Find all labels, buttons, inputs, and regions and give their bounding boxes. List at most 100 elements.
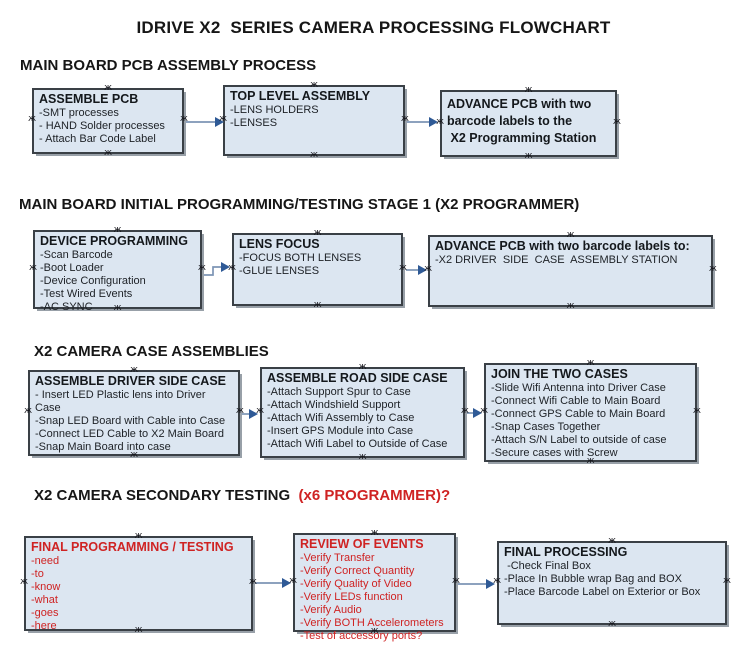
connector-anchor-icon: ж	[28, 114, 37, 124]
connector-anchor-icon: ж	[524, 85, 533, 95]
connector-anchor-icon: ж	[289, 575, 298, 586]
section-heading-initial-programming: MAIN BOARD INITIAL PROGRAMMING/TESTING S…	[19, 196, 580, 213]
box-item: - Insert LED Plastic lens into Driver Ca…	[35, 389, 209, 414]
box-item: -LENS HOLDERS	[230, 104, 319, 116]
section-heading-case-assemblies: X2 CAMERA CASE ASSEMBLIES	[34, 343, 269, 360]
connector-anchor-icon: ж	[113, 303, 122, 313]
connector-anchor-icon: ж	[692, 405, 701, 416]
connector-anchor-icon: ж	[460, 405, 469, 416]
box-item: -Check Final Box	[504, 560, 591, 572]
connector-anchor-icon: ж	[608, 619, 617, 629]
box-title: TOP LEVEL ASSEMBLY	[230, 89, 371, 103]
flow-box-device-programming: ж ж ж ж DEVICE PROGRAMMING -Scan Barcode…	[29, 226, 206, 314]
box-item: -Snap LED Board with Cable into Case	[35, 415, 226, 427]
connector-anchor-icon: ж	[608, 536, 617, 546]
connector-anchor-icon: ж	[235, 406, 244, 416]
box-item: -Place In Bubble wrap Bag and BOX	[504, 573, 682, 585]
box-item: -SMT processes	[39, 107, 119, 119]
connector-anchor-icon: ж	[722, 576, 731, 586]
flow-box-top-level-assembly: ж ж ж ж TOP LEVEL ASSEMBLY -LENS HOLDERS…	[219, 81, 409, 160]
box-item: -Attach Wifi Label to Outside of Case	[267, 438, 448, 450]
box-item: -Connect Wifi Cable to Main Board	[491, 395, 661, 407]
connector-anchor-icon: ж	[370, 528, 379, 538]
flow-box-join-the-two-cases: ж ж ж ж JOIN THE TWO CASES -Slide Wifi A…	[480, 359, 701, 466]
connector-anchor-icon: ж	[566, 230, 575, 240]
connector-anchor-icon: ж	[310, 150, 319, 160]
box-item: -Insert GPS Module into Case	[267, 425, 414, 437]
box-title: FINAL PROGRAMMING / TESTING	[31, 540, 234, 554]
connector-anchor-icon: ж	[370, 626, 379, 636]
box-item: -AC SYNC	[40, 301, 93, 313]
connector-anchor-icon: ж	[104, 83, 113, 93]
flow-box-final-processing: ж ж ж ж FINAL PROCESSING -Check Final Bo…	[493, 537, 731, 629]
box-item: -Boot Loader	[40, 262, 104, 274]
box-item: -Attach Windshield Support	[267, 399, 401, 411]
flow-box-review-of-events: ж ж ж ж REVIEW OF EVENTS -Verify Transfe…	[289, 529, 460, 643]
flow-box-assemble-driver-side-case: ж ж ж ж ASSEMBLE DRIVER SIDE CASE - Inse…	[24, 366, 244, 460]
connector-anchor-icon: ж	[358, 362, 367, 372]
box-item: -Connect LED Cable to X2 Main Board	[35, 428, 224, 440]
box-item: -Scan Barcode	[40, 249, 113, 261]
box-item: -Verify BOTH Accelerometers	[300, 617, 444, 629]
box-item: -Test Wired Events	[40, 288, 133, 300]
section-heading-black-part: X2 CAMERA SECONDARY TESTING	[34, 487, 295, 504]
box-item: -to	[31, 568, 44, 580]
flow-box-advance-pcb-driver-side: ж ж ж ж ADVANCE PCB with two barcode lab…	[424, 231, 717, 311]
connector-anchor-icon: ж	[612, 116, 621, 127]
box-item: -FOCUS BOTH LENSES	[239, 252, 362, 264]
box-title: LENS FOCUS	[239, 237, 320, 251]
box-item: -Verify LEDs function	[300, 591, 403, 603]
connector-anchor-icon: ж	[586, 456, 595, 466]
box-item: -Place Barcode Label on Exterior or Box	[504, 586, 701, 598]
connector-anchor-icon: ж	[130, 365, 139, 375]
flow-box-advance-pcb-programming-station: ж ж ж ж ADVANCE PCB with two barcode lab…	[436, 86, 621, 161]
box-item: -GLUE LENSES	[239, 265, 320, 277]
box-item: -Verify Correct Quantity	[300, 565, 415, 577]
box-item: -know	[31, 581, 61, 593]
box-item: -Secure cases with Screw	[491, 447, 618, 459]
connector-anchor-icon: ж	[104, 148, 113, 158]
connector-anchor-icon: ж	[493, 576, 502, 586]
connector-anchor-icon: ж	[524, 151, 533, 161]
box-title: DEVICE PROGRAMMING	[40, 234, 188, 248]
box-title: ASSEMBLE PCB	[39, 92, 139, 106]
connector-anchor-icon: ж	[113, 225, 122, 235]
connector-anchor-icon: ж	[451, 575, 460, 586]
connector-anchor-icon: ж	[313, 228, 322, 238]
section-heading-pcb-assembly: MAIN BOARD PCB ASSEMBLY PROCESS	[20, 57, 317, 74]
connector-anchor-icon: ж	[228, 262, 237, 273]
connector-anchor-icon: ж	[29, 262, 38, 273]
connector-anchor-icon: ж	[424, 264, 433, 274]
connector-anchor-icon: ж	[134, 625, 143, 635]
flow-box-assemble-pcb: ж ж ж ж ASSEMBLE PCB -SMT processes - HA…	[28, 84, 188, 158]
connector-anchor-icon: ж	[197, 262, 206, 273]
box-item: -Attach S/N Label to outside of case	[491, 434, 667, 446]
box-title: FINAL PROCESSING	[504, 545, 628, 559]
box-item: - HAND Solder processes	[39, 120, 165, 132]
box-item: -goes	[31, 607, 59, 619]
box-item: -Snap Cases Together	[491, 421, 601, 433]
connector-anchor-icon: ж	[256, 405, 265, 416]
box-item: -Verify Quality of Video	[300, 578, 412, 590]
connector-anchor-icon: ж	[358, 452, 367, 462]
connector-anchor-icon: ж	[436, 116, 445, 127]
flow-box-final-programming-testing: ж ж ж ж FINAL PROGRAMMING / TESTING -nee…	[20, 532, 257, 635]
box-item: -Verify Audio	[300, 604, 362, 616]
box-title: ASSEMBLE ROAD SIDE CASE	[267, 371, 448, 385]
connector-anchor-icon: ж	[566, 301, 575, 311]
box-item: -X2 DRIVER SIDE CASE ASSEMBLY STATION	[435, 254, 678, 266]
box-title: ADVANCE PCB with two barcode labels to:	[435, 239, 690, 253]
box-item: -Slide Wifi Antenna into Driver Case	[491, 382, 666, 394]
section-heading-red-part: (x6 PROGRAMMER)?	[294, 487, 451, 504]
connector-anchor-icon: ж	[400, 113, 409, 124]
connector-anchor-icon: ж	[480, 405, 489, 416]
box-item: -Snap Main Board into case	[35, 441, 171, 453]
connector-anchor-icon: ж	[708, 264, 717, 274]
connector-anchor-icon: ж	[219, 113, 228, 124]
box-item: -LENSES	[230, 117, 278, 129]
box-item: -what	[31, 594, 58, 606]
connector-anchor-icon: ж	[310, 80, 319, 90]
box-title: REVIEW OF EVENTS	[300, 537, 424, 551]
flow-box-lens-focus: ж ж ж ж LENS FOCUS -FOCUS BOTH LENSES -G…	[228, 229, 407, 310]
